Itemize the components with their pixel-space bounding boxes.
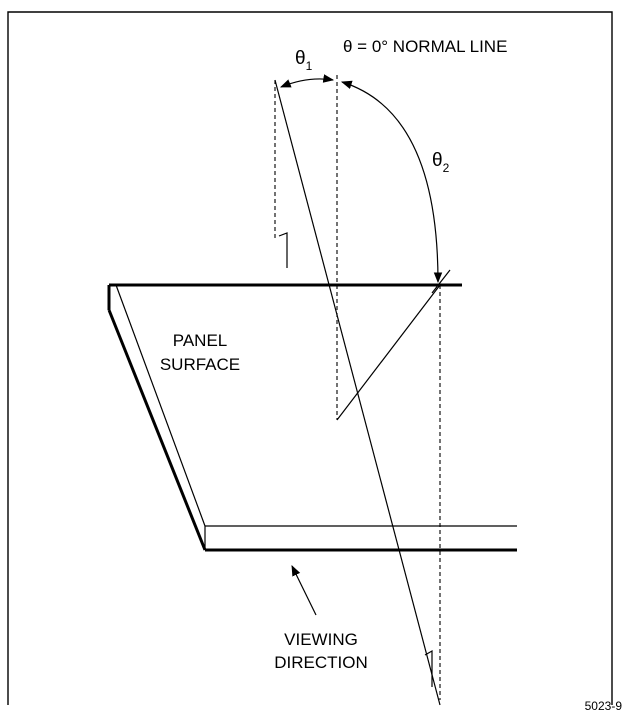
theta2-label: θ2: [432, 150, 450, 175]
panel-surface-label-line1: PANEL: [173, 331, 228, 350]
theta1-arc: [279, 74, 335, 88]
lower-tick-mark: [424, 649, 433, 687]
figure-frame: [7, 11, 613, 705]
panel: [107, 283, 517, 552]
panel-left-edge: [107, 309, 207, 551]
panel-surface-label-line2: SURFACE: [160, 355, 240, 374]
projection-line: [336, 284, 441, 421]
figure-id: 5023-9: [585, 699, 623, 713]
viewing-direction-arrow: [291, 565, 317, 616]
theta2-arc: [340, 80, 443, 284]
theta2-tick: [431, 269, 451, 294]
theta1-label: θ1: [295, 48, 313, 73]
panel-left-top-edge: [115, 284, 206, 527]
normal-line-label: θ = 0° NORMAL LINE: [343, 37, 507, 56]
viewing-direction-label-line1: VIEWING: [284, 630, 358, 649]
viewing-direction-label-line2: DIRECTION: [274, 653, 368, 672]
upper-tick-mark: [278, 232, 288, 268]
